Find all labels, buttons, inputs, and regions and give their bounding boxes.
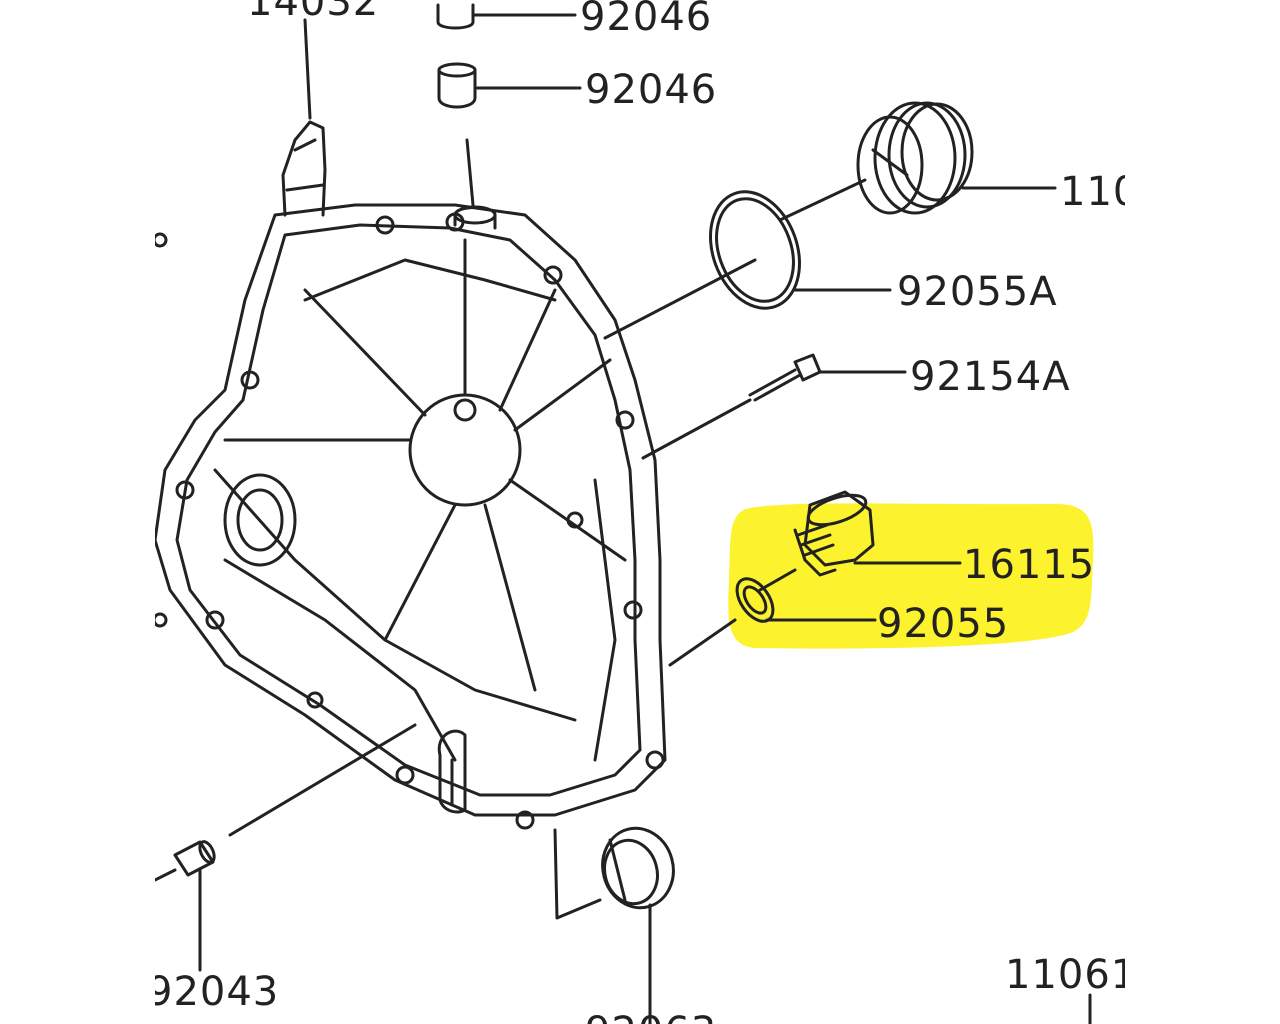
exploded-parts-diagram (155, 3, 1094, 1024)
crankcase-cover (155, 120, 667, 830)
part-92055A-oring (603, 190, 892, 340)
part-92055-washer (668, 568, 877, 667)
label-11061: 11061 (1005, 952, 1125, 998)
label-14032: 14032 (247, 0, 380, 25)
part-bottom-oil-seal (553, 826, 675, 1024)
label-bottom-partial: 92063 (585, 1012, 717, 1024)
label-16115: 16115 (963, 542, 1096, 588)
label-110-partial: 110 (1060, 169, 1125, 215)
label-92043: 92043 (155, 969, 280, 1015)
part-110-plug (778, 101, 1057, 222)
part-92043-dowel (155, 723, 417, 972)
label-92046-top: 92046 (580, 0, 713, 40)
part-14032 (303, 18, 312, 120)
label-92055: 92055 (877, 601, 1010, 647)
part-92154A-bolt (641, 353, 907, 460)
label-92046-mid: 92046 (585, 67, 718, 113)
part-92046-top-bushing (436, 3, 577, 30)
label-92154A: 92154A (910, 354, 1071, 400)
part-92046-mid-bushing (437, 62, 582, 207)
part-16115-filler-cap (793, 490, 962, 577)
parts-diagram-panel: 14032 92046 92046 110 92055A 92154A 1611… (155, 0, 1125, 1024)
label-92055A: 92055A (897, 269, 1058, 315)
